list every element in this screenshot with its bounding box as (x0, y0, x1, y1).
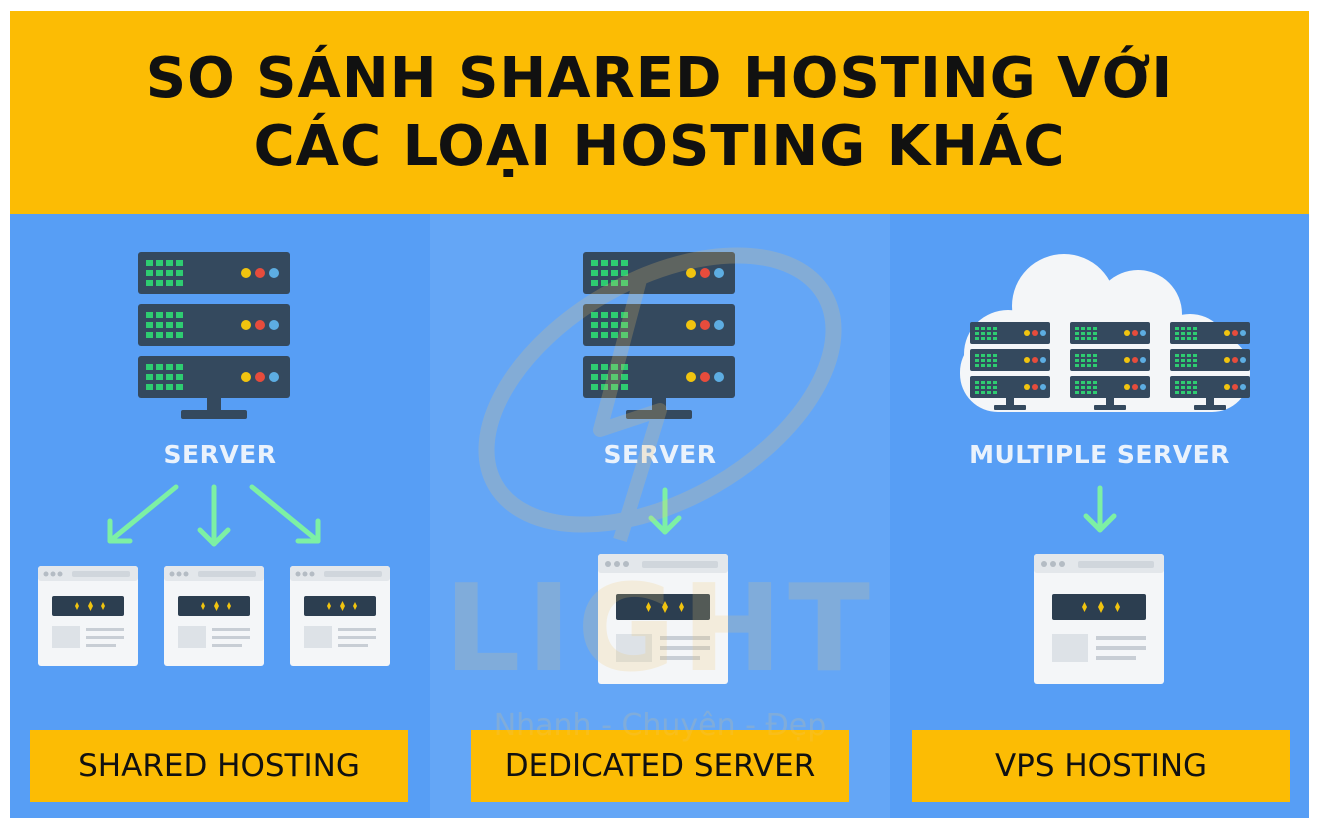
comparison-panels: SERVER SHARED HOSTING (10, 214, 1309, 818)
title-line-2: CÁC LOẠI HOSTING KHÁC (253, 113, 1066, 179)
multiple-server-label: MULTIPLE SERVER (969, 440, 1230, 469)
shared-hosting-illustration (38, 252, 390, 666)
vps-hosting-label: VPS HOSTING (912, 730, 1290, 802)
panel-vps-hosting: MULTIPLE SERVER VPS HOSTING (890, 214, 1309, 818)
panel-dedicated-server: SERVER DEDICATED SERVER (430, 214, 890, 818)
header-banner: SO SÁNH SHARED HOSTING VỚI CÁC LOẠI HOST… (10, 11, 1309, 214)
title-line-1: SO SÁNH SHARED HOSTING VỚI (145, 46, 1174, 112)
server-label: SERVER (603, 440, 717, 469)
server-label: SERVER (163, 440, 277, 469)
dedicated-server-illustration (583, 252, 735, 684)
vps-hosting-illustration (960, 254, 1250, 684)
shared-hosting-label: SHARED HOSTING (30, 730, 408, 802)
panel-shared-hosting: SERVER SHARED HOSTING (10, 214, 430, 818)
dedicated-server-label: DEDICATED SERVER (471, 730, 849, 802)
